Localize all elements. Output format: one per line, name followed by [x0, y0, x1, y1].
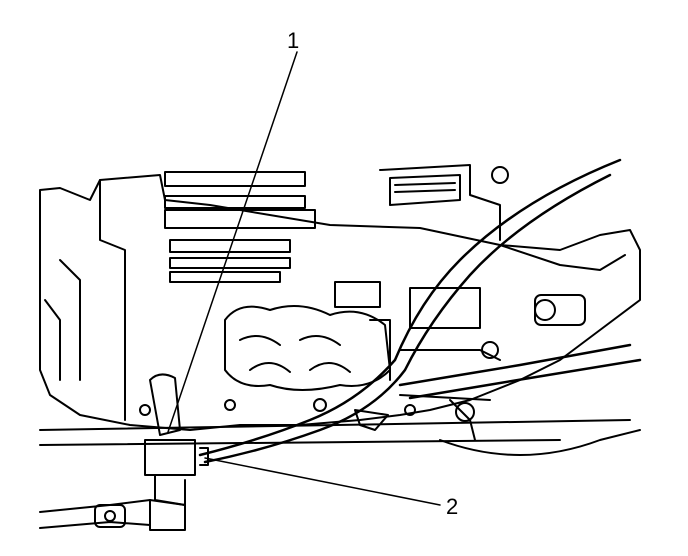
cooler-lines	[198, 158, 642, 464]
lower-line-assembly	[39, 373, 209, 531]
leader-line-1	[167, 51, 298, 433]
leader-line-2	[204, 457, 441, 506]
case-ribs	[164, 171, 316, 283]
callout-label-2: 2	[446, 494, 459, 519]
callout-label-1: 1	[287, 28, 300, 53]
valve-body	[224, 281, 481, 431]
upper-housing	[379, 164, 626, 326]
cooler-fittings	[399, 341, 641, 456]
